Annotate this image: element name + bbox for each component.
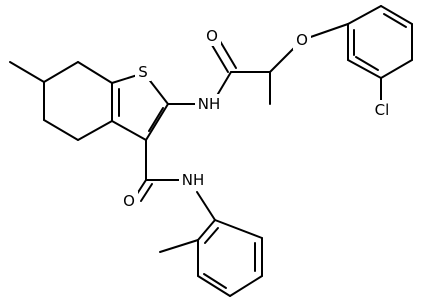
bond bbox=[229, 275, 263, 297]
bond bbox=[347, 59, 382, 79]
bonds bbox=[9, 5, 413, 297]
bond bbox=[203, 273, 227, 289]
amide-oxygen-top-label: O bbox=[206, 27, 218, 45]
bond bbox=[145, 103, 169, 141]
atom-labels: S O Cl O NH O NH bbox=[120, 26, 395, 211]
amide-nh-bottom-label: NH bbox=[182, 171, 205, 189]
bond bbox=[383, 13, 407, 28]
bond bbox=[355, 56, 379, 71]
bond bbox=[214, 219, 263, 239]
sulfur-atom-label: S bbox=[138, 63, 148, 81]
bond bbox=[148, 107, 164, 132]
bond bbox=[43, 61, 79, 83]
amide-oxygen-bottom-label: O bbox=[123, 192, 135, 210]
ether-oxygen-label: O bbox=[296, 31, 308, 49]
bond bbox=[196, 191, 216, 221]
bond bbox=[197, 275, 231, 297]
bond bbox=[43, 119, 79, 141]
bond bbox=[380, 59, 413, 79]
bond bbox=[197, 219, 216, 241]
bond bbox=[380, 5, 413, 25]
bond bbox=[347, 5, 382, 25]
bond bbox=[204, 227, 219, 244]
bond bbox=[77, 120, 113, 141]
bond bbox=[140, 183, 153, 202]
bond bbox=[9, 61, 45, 83]
bond bbox=[77, 61, 113, 84]
bond bbox=[159, 239, 199, 253]
chlorine-atom-label: Cl bbox=[375, 101, 390, 119]
bond bbox=[111, 120, 147, 141]
amide-nh-top-label: NH bbox=[198, 95, 221, 113]
